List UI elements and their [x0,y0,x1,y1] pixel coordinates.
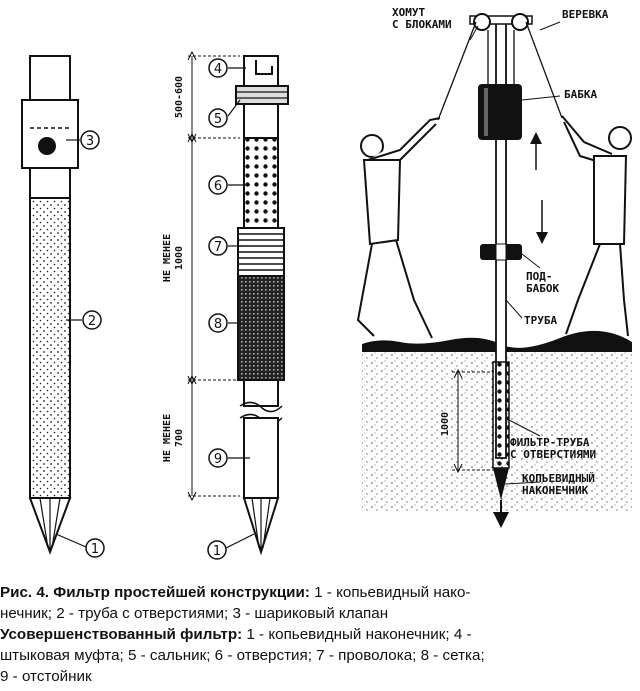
svg-text:8: 8 [214,317,222,332]
caption-line-3: Усовершенствованный фильтр: 1 - копьевид… [0,626,472,643]
mid-callout-5: 5 [208,99,241,128]
svg-text:4: 4 [214,62,222,77]
dim-1000: НЕ МЕНЕЕ1000 [162,234,185,282]
filter-diagram: 3 2 1 4 [21,6,632,560]
ball-valve [38,137,56,155]
label-rammer: БАБКА [564,88,597,101]
label-sub-rammer: ПОД-БАБОК [526,270,559,295]
right-dim-1000: 1000 [440,412,451,436]
mid-callout-6: 6 [208,175,250,195]
well-driving-scene [356,13,632,528]
svg-text:5: 5 [214,112,222,127]
caption-line-5: 9 - отстойник [0,668,92,685]
caption-line-2: нечник; 2 - труба с отверстиями; 3 - шар… [0,605,389,622]
svg-text:3: 3 [86,134,94,149]
svg-text:1: 1 [213,544,221,559]
figure-caption: Рис. 4. Фильтр простейшей конструкции: 1… [0,582,640,687]
dim-700: НЕ МЕНЕЕ700 [162,414,185,462]
label-pipe: ТРУБА [524,314,557,327]
mid-callout-9: 9 [208,448,250,468]
left-callout-2: 2 [66,310,102,330]
mid-callout-4: 4 [208,58,246,78]
svg-text:6: 6 [214,179,222,194]
simple-filter [21,55,79,555]
caption-line-1: Рис. 4. Фильтр простейшей конструкции: 1… [0,584,471,601]
caption-line-4: штыковая муфта; 5 - сальник; 6 - отверст… [0,647,485,664]
mid-callout-1: 1 [207,533,255,560]
improved-filter [235,55,289,556]
svg-text:7: 7 [214,240,222,255]
svg-text:1: 1 [91,542,99,557]
mid-callout-8: 8 [208,313,242,333]
label-rope: ВЕРЕВКА [562,8,609,21]
svg-text:2: 2 [88,314,96,329]
left-callout-1: 1 [55,533,105,558]
svg-text:9: 9 [214,452,222,467]
left-callout-3: 3 [66,130,100,150]
mid-dimensions [187,50,240,502]
mid-callout-7: 7 [208,236,242,256]
dim-500-600: 500-600 [174,76,185,118]
